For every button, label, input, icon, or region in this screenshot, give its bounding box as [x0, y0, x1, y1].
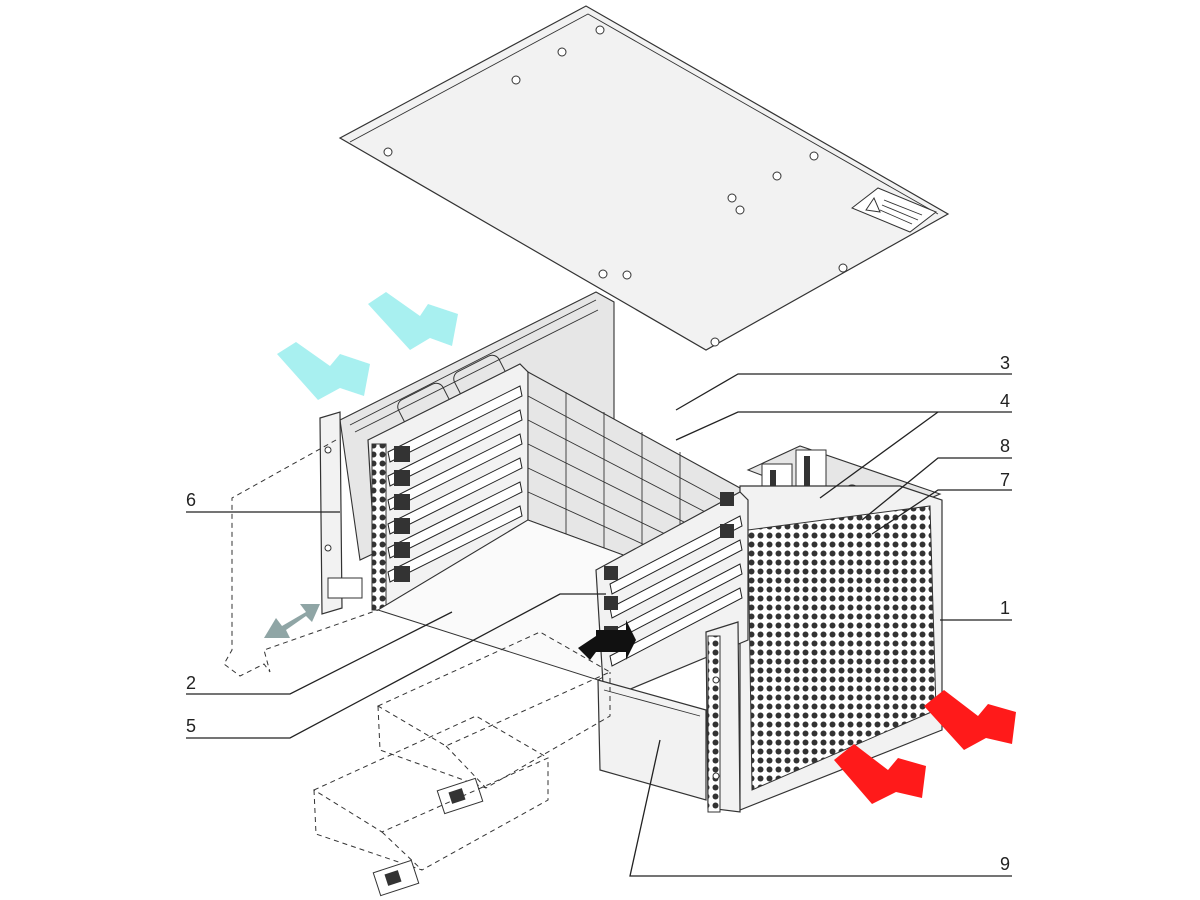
removed-module-outline — [223, 439, 379, 677]
intake-arrow-icon — [368, 292, 458, 350]
exhaust-arrow-icon — [834, 744, 926, 804]
front-blank-panel — [597, 679, 707, 801]
callout-leaders — [186, 373, 1012, 877]
service-slide-arrow-icon — [264, 604, 320, 638]
callout-5: 5 — [186, 716, 196, 736]
plugin-module-lower — [312, 715, 550, 897]
mounting-flange-right — [705, 621, 741, 813]
plugin-module-upper — [376, 631, 612, 815]
left-card-cage — [367, 363, 529, 612]
exhaust-arrow-icon — [924, 690, 1016, 750]
callout-8: 8 — [1000, 436, 1010, 456]
callout-7: 7 — [1000, 470, 1010, 490]
callout-2: 2 — [186, 673, 196, 693]
callout-1: 1 — [1000, 598, 1010, 618]
right-side-mesh-panel — [739, 485, 943, 811]
callout-4: 4 — [1000, 391, 1010, 411]
callout-6: 6 — [186, 490, 196, 510]
callout-9: 9 — [1000, 854, 1010, 874]
top-cover — [338, 5, 950, 351]
insert-arrow-icon — [578, 620, 636, 660]
callout-3: 3 — [1000, 353, 1010, 373]
exhaust-airflow-arrows — [834, 690, 1016, 804]
warning-triangle-icon — [865, 196, 881, 213]
mounting-flange-left — [319, 411, 363, 615]
intake-arrow-icon — [277, 342, 370, 400]
callout-labels: 3 4 8 7 1 6 2 5 9 — [186, 353, 1010, 874]
warning-label — [851, 187, 937, 233]
intake-airflow-arrows — [277, 292, 458, 400]
